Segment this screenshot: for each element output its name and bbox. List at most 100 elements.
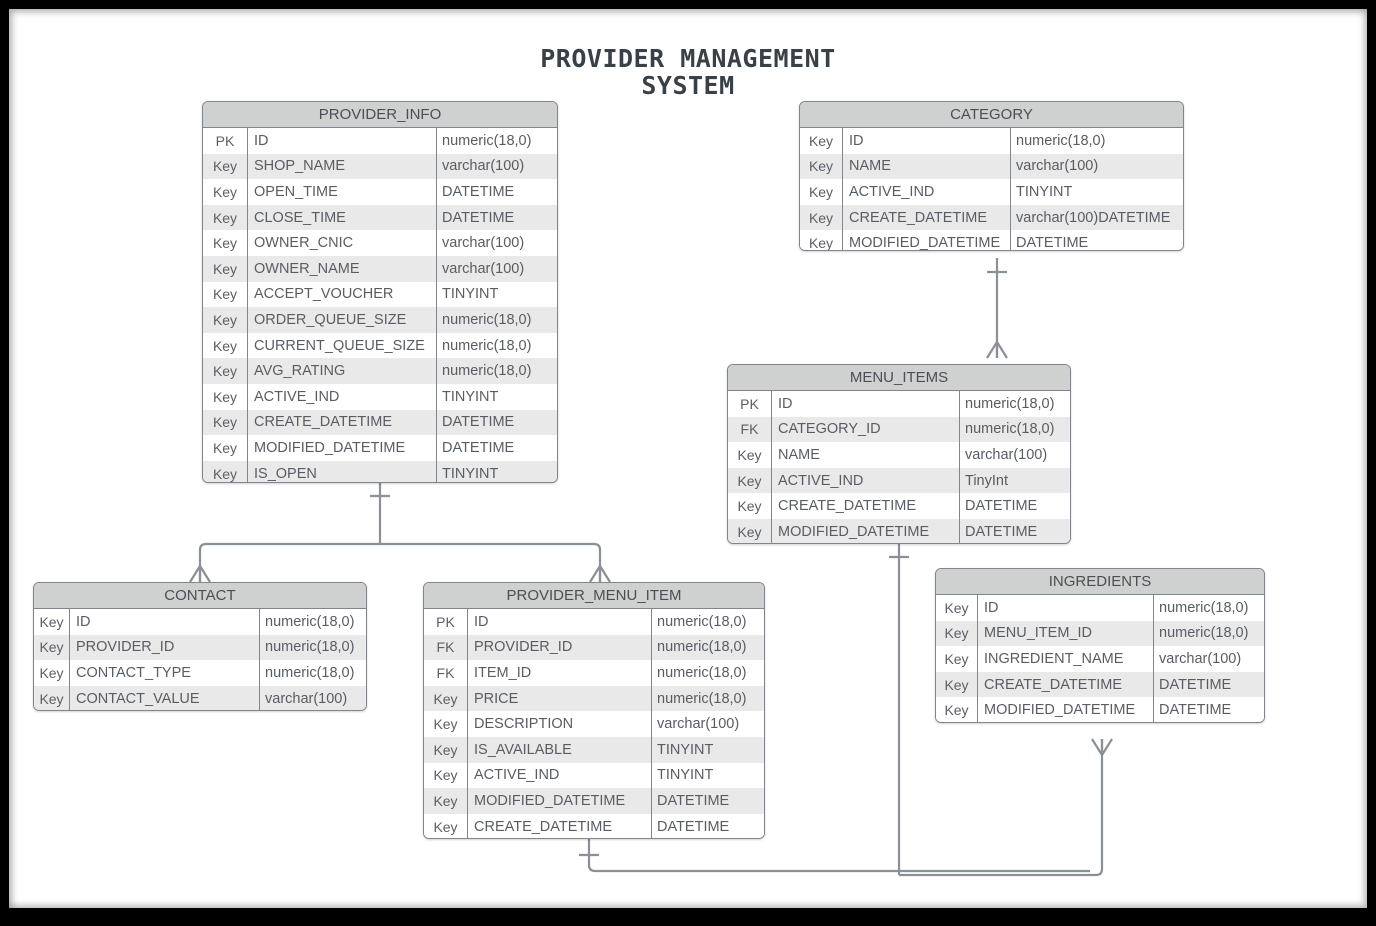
- row-data-type: DATETIME: [442, 414, 515, 431]
- row-key-indicator: Key: [203, 281, 248, 308]
- row-data-type: numeric(18,0): [442, 337, 532, 354]
- row-key-indicator: Key: [203, 383, 248, 410]
- row-column-name: ACTIVE_IND: [468, 762, 652, 789]
- row-key-indicator: Key: [203, 358, 248, 384]
- row-data-type: numeric(18,0): [1016, 132, 1106, 149]
- row-data-type: varchar(100): [442, 158, 525, 175]
- row-data-type: DATETIME: [657, 818, 730, 835]
- row-column-name: ID: [248, 128, 437, 154]
- row-key-indicator: Key: [203, 409, 248, 436]
- row-data-type: varchar(100): [1016, 158, 1099, 175]
- row-key-indicator: Key: [800, 179, 843, 205]
- row-column-name: ACTIVE_IND: [772, 467, 960, 494]
- row-column-name: NAME: [843, 153, 1011, 180]
- row-key-indicator: Key: [424, 736, 468, 763]
- row-key-indicator: Key: [800, 230, 843, 250]
- row-key-indicator: Key: [424, 685, 468, 712]
- row-column-name: INGREDIENT_NAME: [978, 646, 1154, 672]
- row-data-type: DATETIME: [965, 523, 1038, 540]
- row-column-name: PRICE: [468, 685, 652, 712]
- row-data-type: TINYINT: [442, 286, 499, 303]
- row-column-name: MODIFIED_DATETIME: [843, 230, 1011, 250]
- row-column-name: MODIFIED_DATETIME: [468, 788, 652, 814]
- row-key-indicator: Key: [800, 128, 843, 154]
- row-data-type: TINYINT: [442, 388, 499, 405]
- row-data-type: numeric(18,0): [265, 613, 355, 630]
- row-column-name: ITEM_ID: [468, 660, 652, 686]
- row-column-name: ORDER_QUEUE_SIZE: [248, 307, 437, 333]
- entity-title-menu-items: MENU_ITEMS: [728, 365, 1070, 391]
- row-key-indicator: Key: [936, 595, 978, 621]
- row-key-indicator: FK: [424, 660, 468, 686]
- row-column-name: CONTACT_VALUE: [70, 685, 260, 710]
- row-column-name: SHOP_NAME: [248, 153, 437, 180]
- row-column-name: OWNER_NAME: [248, 255, 437, 282]
- row-key-indicator: Key: [34, 609, 70, 635]
- row-data-type: DATETIME: [965, 498, 1038, 515]
- row-data-type: DATETIME: [442, 183, 515, 200]
- row-data-type: DATETIME: [442, 209, 515, 226]
- row-data-type: numeric(18,0): [965, 421, 1055, 438]
- row-key-indicator: Key: [800, 153, 843, 180]
- row-key-indicator: Key: [424, 788, 468, 814]
- row-key-indicator: FK: [728, 416, 772, 443]
- row-data-type: DATETIME: [1159, 676, 1232, 693]
- row-column-name: ID: [843, 128, 1011, 154]
- row-column-name: MODIFIED_DATETIME: [772, 518, 960, 543]
- row-key-indicator: Key: [936, 671, 978, 698]
- row-data-type: TINYINT: [657, 741, 714, 758]
- diagram-canvas: PROVIDER MANAGEMENT SYSTEM: [9, 9, 1367, 908]
